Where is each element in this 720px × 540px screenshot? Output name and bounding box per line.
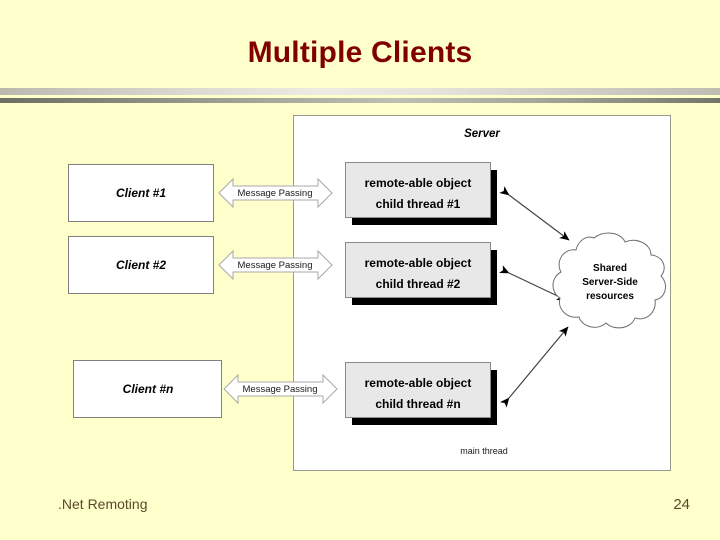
- thread-box-1-line2: child thread #1: [376, 197, 461, 211]
- thread-box-2-line2: child thread #2: [376, 277, 461, 291]
- client-box-2-label: Client #2: [116, 258, 166, 272]
- shared-resources-line1: Shared: [593, 263, 627, 274]
- shared-resources-line2: Server-Side: [582, 277, 638, 288]
- divider-gap: [0, 95, 720, 98]
- message-arrow-1-label: Message Passing: [238, 188, 313, 199]
- footer-note: .Net Remoting: [58, 496, 148, 512]
- client-box-2[interactable]: [68, 236, 214, 294]
- thread-box-2-line1: remote-able object: [365, 256, 472, 270]
- shared-resources-line3: resources: [586, 291, 634, 302]
- page-title: Multiple Clients: [247, 36, 473, 69]
- thread-box-n-line2: child thread #n: [375, 397, 460, 411]
- thread-box-1-line1: remote-able object: [365, 176, 472, 190]
- thread-box-n[interactable]: [345, 362, 491, 418]
- server-panel-label: Server: [464, 128, 500, 140]
- page-number: 24: [673, 496, 690, 513]
- message-arrow-n-label: Message Passing: [243, 384, 318, 395]
- client-box-1[interactable]: [68, 164, 214, 222]
- client-box-1-label: Client #1: [116, 186, 166, 200]
- connector-thread1-cloud: [499, 186, 570, 241]
- message-arrow-n: [223, 373, 338, 405]
- thread-box-2[interactable]: [345, 242, 491, 298]
- connector-threadn-cloud: [499, 326, 569, 408]
- client-box-n[interactable]: [73, 360, 222, 418]
- shared-resources-cloud: [552, 232, 667, 329]
- main-thread-label: main thread: [460, 446, 508, 456]
- architecture-diagram: Server Client #1 Client #2 Client #n Mes…: [0, 108, 720, 478]
- thread-box-n-line1: remote-able object: [365, 376, 472, 390]
- title-divider: [0, 88, 720, 108]
- divider-bar-top: [0, 88, 720, 95]
- divider-bar-bottom: [0, 98, 720, 103]
- message-arrow-2: [218, 249, 333, 281]
- client-box-n-label: Client #n: [123, 382, 174, 396]
- thread-box-1[interactable]: [345, 162, 491, 218]
- message-arrow-1: [218, 177, 333, 209]
- message-arrow-2-label: Message Passing: [238, 260, 313, 271]
